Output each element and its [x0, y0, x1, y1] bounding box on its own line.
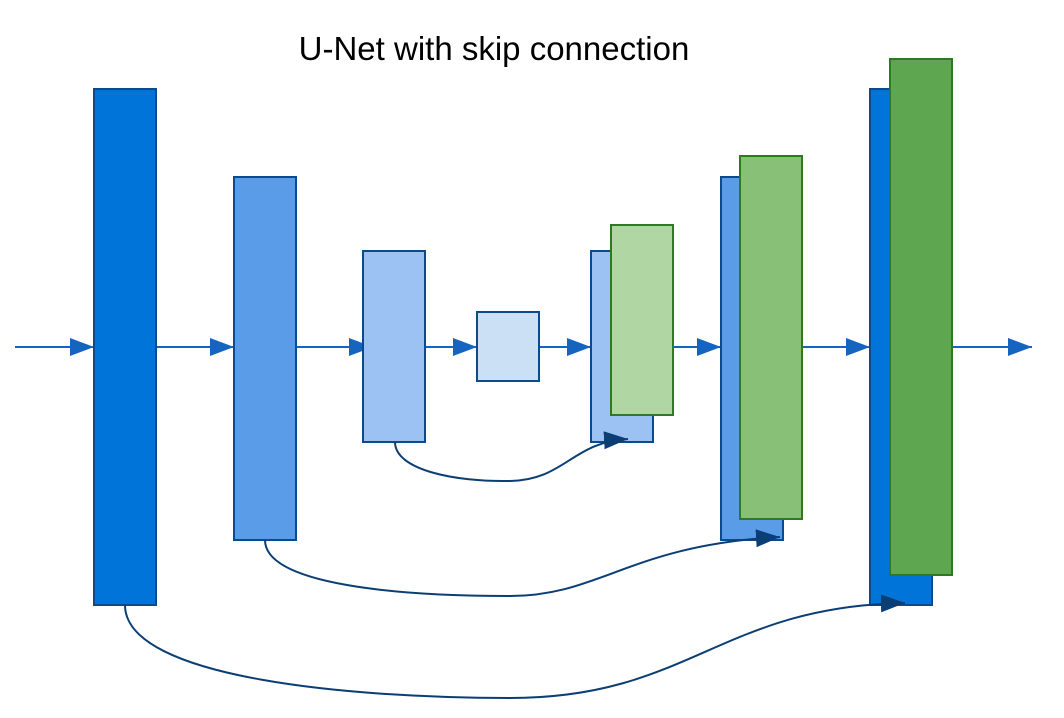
bottleneck-block: [476, 311, 540, 382]
decoder-upsampled-level-2: [739, 155, 803, 520]
diagram-title: U-Net with skip connection: [299, 30, 690, 67]
decoder-upsampled-level-3: [610, 224, 674, 416]
encoder-block-level-1: [93, 88, 157, 606]
encoder-path: [93, 88, 426, 606]
encoder-block-level-3: [362, 250, 426, 443]
decoder-upsampled-level-1: [889, 58, 953, 576]
skip-connections: [124, 431, 906, 700]
skip-connection-level-3: [394, 431, 629, 483]
skip-connection-level-1: [124, 594, 906, 700]
skip-connection-level-2: [264, 529, 781, 598]
upsampled-feature-maps: [610, 58, 953, 576]
encoder-block-level-2: [233, 176, 297, 541]
